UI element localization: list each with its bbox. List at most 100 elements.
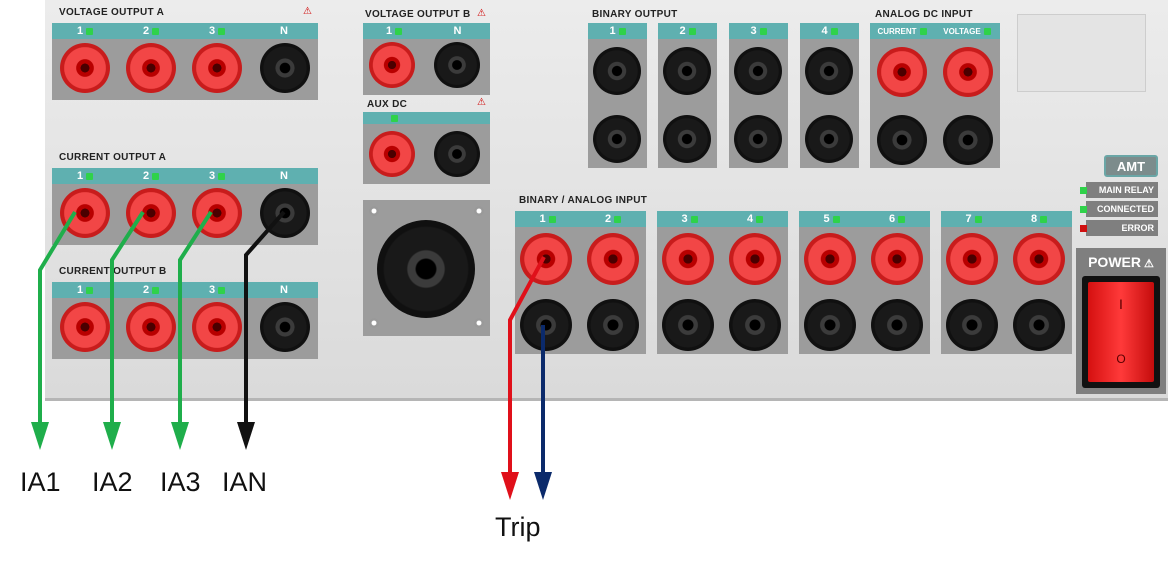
channel-label: 4 [746, 213, 754, 225]
current-output-b-group: 1 2 3 N [52, 282, 318, 359]
black-jack[interactable] [520, 299, 572, 351]
black-jack[interactable] [729, 299, 781, 351]
red-jack[interactable] [943, 47, 993, 97]
black-jack[interactable] [260, 43, 310, 93]
wire-ian [237, 210, 286, 450]
black-jack[interactable] [734, 47, 782, 95]
channel-label: N [453, 25, 462, 37]
led-indicator [688, 27, 696, 35]
warning-icon: ⚠ [477, 97, 486, 108]
led-indicator [86, 286, 94, 294]
led-indicator [218, 172, 226, 180]
red-jack[interactable] [60, 188, 110, 238]
black-jack[interactable] [587, 299, 639, 351]
warning-icon: ⚠ [303, 6, 312, 17]
led-indicator [690, 215, 698, 223]
black-jack[interactable] [593, 115, 641, 163]
connected-led [1080, 206, 1087, 213]
channel-label: 1 [76, 170, 84, 182]
red-jack[interactable] [587, 233, 639, 285]
binary-input-pair-7-8: 7 8 [941, 211, 1072, 354]
red-jack[interactable] [369, 131, 415, 177]
analog-dc-input-group: CURRENT VOLTAGE [870, 23, 1000, 168]
wire-trip-red [501, 256, 546, 500]
red-jack[interactable] [126, 302, 176, 352]
status-error: ERROR [1086, 220, 1158, 236]
analog-dc-input-title: ANALOG DC INPUT [875, 9, 973, 20]
black-jack[interactable] [804, 299, 856, 351]
power-switch[interactable]: I O [1088, 282, 1154, 382]
channel-label: 3 [750, 25, 757, 37]
label-ia2: IA2 [92, 467, 133, 497]
channel-label: 1 [385, 25, 393, 37]
black-jack[interactable] [434, 131, 480, 177]
black-jack[interactable] [434, 42, 480, 88]
led-indicator [152, 286, 160, 294]
red-jack[interactable] [192, 302, 242, 352]
black-jack[interactable] [260, 302, 310, 352]
channel-label: 4 [821, 25, 828, 37]
red-jack[interactable] [804, 233, 856, 285]
power-label: POWER [1088, 254, 1141, 270]
voltage-output-b-group: 1 N [363, 23, 490, 95]
red-jack[interactable] [662, 233, 714, 285]
led-indicator [391, 115, 398, 122]
black-jack[interactable] [593, 47, 641, 95]
led-indicator [919, 27, 927, 35]
black-jack[interactable] [805, 47, 853, 95]
voltage-output-b-title: VOLTAGE OUTPUT B [365, 9, 471, 20]
red-jack[interactable] [60, 43, 110, 93]
binary-output-4: 4 [800, 23, 859, 168]
current-output-a-title: CURRENT OUTPUT A [59, 152, 167, 163]
screw [474, 318, 484, 328]
channel-label: 2 [142, 284, 150, 296]
black-jack[interactable] [871, 299, 923, 351]
red-jack[interactable] [126, 43, 176, 93]
aux-dc-group [363, 112, 490, 184]
power-switch-housing: I O [1082, 276, 1160, 388]
led-indicator [86, 27, 94, 35]
aux-connector-plate [363, 200, 490, 336]
warning-icon: ⚠ [1140, 258, 1154, 270]
red-jack[interactable] [192, 43, 242, 93]
led-indicator [614, 215, 622, 223]
channel-label: N [280, 25, 288, 37]
binary-analog-input-title: BINARY / ANALOG INPUT [519, 195, 648, 206]
test-set-front-panel: VOLTAGE OUTPUT A ⚠ 1 2 3 N CURRENT OUTPU… [45, 0, 1168, 401]
binary-input-pair-5-6: 5 6 [799, 211, 930, 354]
channel-label: 3 [208, 25, 216, 37]
black-jack[interactable] [1013, 299, 1065, 351]
red-jack[interactable] [871, 233, 923, 285]
red-jack[interactable] [729, 233, 781, 285]
black-jack[interactable] [663, 47, 711, 95]
aux-dc-title: AUX DC [367, 99, 408, 110]
screw [474, 206, 484, 216]
led-indicator [898, 215, 906, 223]
black-jack[interactable] [663, 115, 711, 163]
red-jack[interactable] [126, 188, 176, 238]
channel-label: 2 [142, 25, 150, 37]
multi-pin-connector[interactable] [377, 220, 475, 318]
black-jack[interactable] [734, 115, 782, 163]
black-jack[interactable] [946, 299, 998, 351]
red-jack[interactable] [946, 233, 998, 285]
black-jack[interactable] [662, 299, 714, 351]
black-jack[interactable] [943, 115, 993, 165]
black-jack[interactable] [805, 115, 853, 163]
error-led [1080, 225, 1087, 232]
black-jack[interactable] [877, 115, 927, 165]
red-jack[interactable] [369, 42, 415, 88]
channel-label: 1 [539, 213, 546, 225]
red-jack[interactable] [1013, 233, 1065, 285]
red-jack[interactable] [520, 233, 572, 285]
blank-plate [1017, 14, 1146, 92]
channel-label: 2 [679, 25, 686, 37]
red-jack[interactable] [877, 47, 927, 97]
screw [369, 318, 379, 328]
led-indicator [618, 27, 626, 35]
wire-ia1 [31, 210, 77, 450]
led-indicator [983, 27, 991, 35]
channel-label: 1 [609, 25, 616, 37]
red-jack[interactable] [60, 302, 110, 352]
